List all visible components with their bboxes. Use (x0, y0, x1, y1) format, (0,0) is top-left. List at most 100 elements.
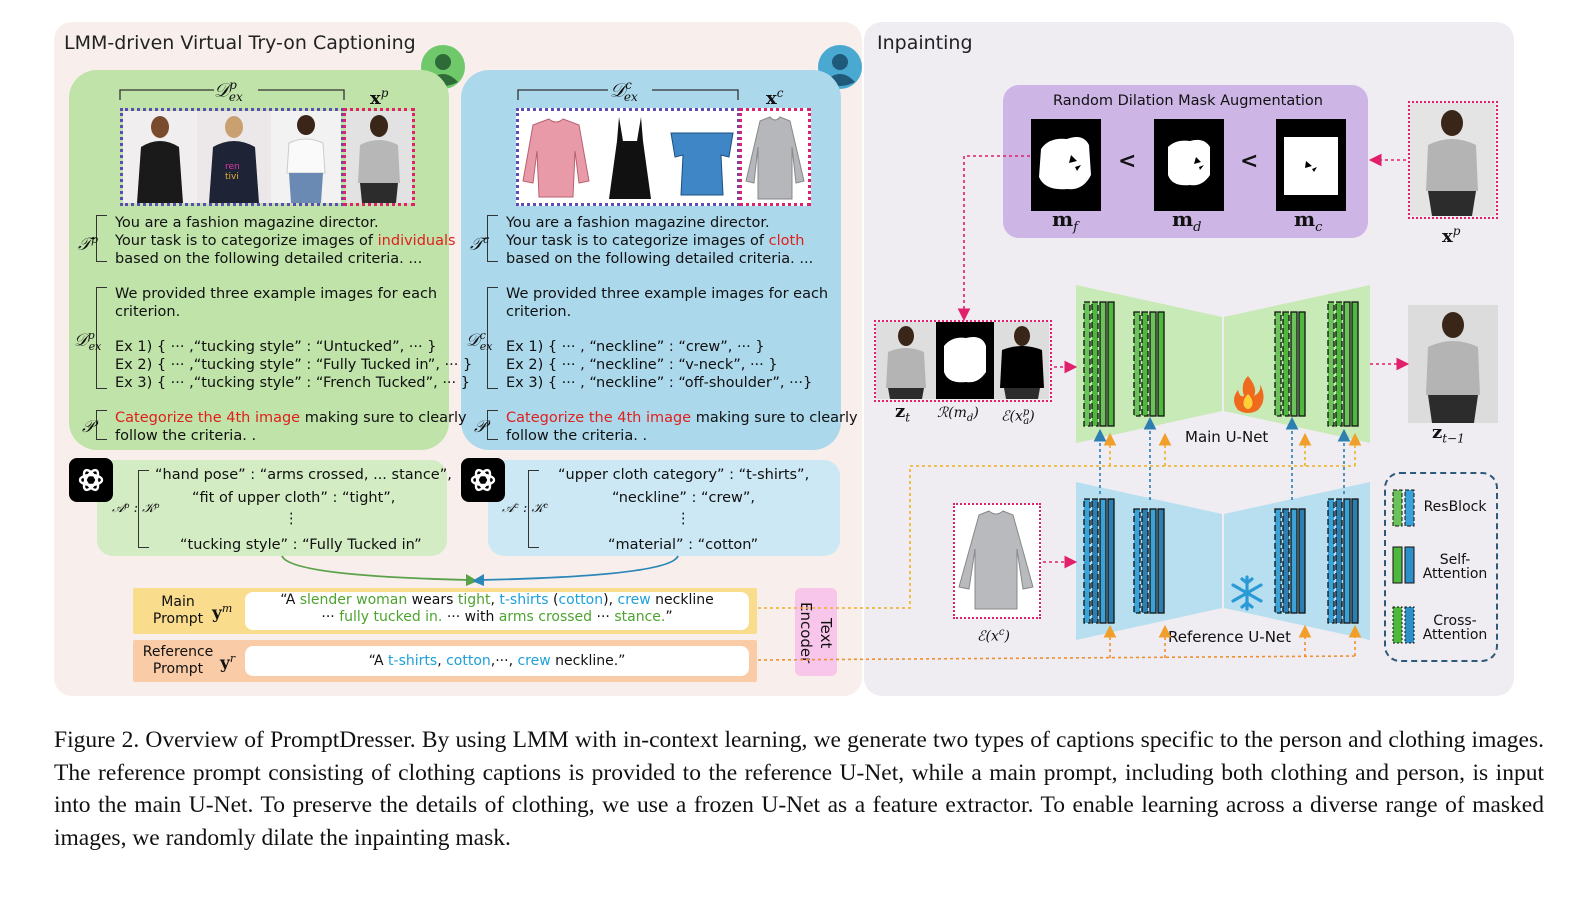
main-unet-block-group (1274, 311, 1306, 417)
cloth-answer-symbol: 𝒜ᶜ : 𝒦ᶜ (502, 501, 549, 516)
cloth-examples-bracket (487, 287, 498, 389)
cloth-answer-line-2: “neckline” : “crew”, (612, 490, 756, 506)
less-than-symbol: < (1118, 148, 1137, 174)
person-photo-3 (271, 111, 341, 203)
less-than-symbol: < (1240, 148, 1259, 174)
person-answer-line-2: “fit of upper cloth” : “tight”, (192, 490, 396, 506)
cloth-photo-1 (522, 118, 590, 198)
resblock-legend-label: ResBlock (1423, 499, 1487, 515)
mask-c-image (1276, 119, 1346, 211)
reference-prompt-segment: crew (517, 653, 551, 669)
main-prompt-line-1: “A slender woman wears tight, t-shirts (… (245, 592, 749, 609)
cloth-prompt-symbol: 𝒫 (474, 417, 487, 437)
person-example-1: Ex 1) { ··· ,“tucking style” : “Untucked… (115, 339, 437, 355)
main-prompt-segment: tight (457, 592, 491, 608)
main-prompt-segment: ( (548, 592, 559, 608)
resblock-legend-icon (1392, 489, 1415, 527)
cloth-examples-intro-1: We provided three example images for eac… (506, 286, 829, 302)
cloth-task-line-3: based on the following detailed criteria… (506, 251, 814, 267)
reference-unet-block-group (1274, 508, 1306, 614)
cloth-query-label: xc (766, 86, 784, 109)
svg-text:tivi: tivi (225, 172, 239, 182)
reference-unet-label: Reference U-Net (1168, 628, 1292, 646)
person-query-photo (346, 111, 412, 203)
cloth-example-3: Ex 3) { ··· , “neckline” : “off-shoulder… (506, 375, 813, 391)
resize-mask-label: ℛ(md) (937, 405, 979, 424)
person-answer-ellipsis: ⋮ (284, 511, 299, 527)
main-prompt-segment: , (490, 592, 500, 608)
mask-c-label: mc (1294, 207, 1323, 235)
mask-f-image (1031, 119, 1101, 211)
cross-attention-legend-icon (1392, 606, 1415, 644)
cloth-answer-ellipsis: ⋮ (676, 511, 691, 527)
person-examples-intro-1: We provided three example images for eac… (115, 286, 438, 302)
reference-prompt-segment: “A (368, 653, 389, 669)
self-attention-legend-icon (1392, 546, 1415, 584)
main-unet-block-group (1083, 301, 1115, 427)
resized-mask-image (936, 322, 994, 399)
captioning-title: LMM-driven Virtual Try-on Captioning (64, 32, 416, 54)
main-prompt-segment: crew (617, 592, 651, 608)
figure-caption: Figure 2. Overview of PromptDresser. By … (54, 727, 1544, 851)
main-prompt-line-2: ··· fully tucked in. ··· with arms cross… (245, 609, 749, 626)
main-unet-input-stack (874, 320, 1052, 402)
reference-unet-block-group (1083, 498, 1115, 624)
main-prompt-segment: t-shirts (499, 592, 549, 608)
cloth-answer-bracket (528, 470, 539, 548)
main-prompt-segment: fully tucked in. (339, 609, 443, 625)
person-input-image (1408, 101, 1498, 219)
cloth-examples-symbol: 𝒟cex (466, 329, 493, 354)
masked-person-image (994, 322, 1049, 399)
person-answer-line-1: “hand pose” : “arms crossed, ... stance”… (155, 467, 452, 483)
reference-unet-block-group (1133, 508, 1165, 614)
text-encoder-label: Text Encoder (797, 602, 835, 664)
reference-prompt-segment: cotton (446, 653, 491, 669)
svg-text:ren: ren (225, 162, 240, 172)
person-task-symbol: 𝒯p (78, 233, 99, 255)
cloth-prompt-line-2: follow the criteria. . (506, 428, 648, 444)
person-task-line-2: Your task is to categorize images of ind… (115, 233, 456, 249)
reference-prompt-segment: t-shirts (388, 653, 438, 669)
mask-augmentation-title: Random Dilation Mask Augmentation (1053, 93, 1323, 109)
zt-label: zt (895, 401, 911, 425)
main-prompt-segment: ··· with (442, 609, 499, 625)
person-example-2: Ex 2) { ··· ,“tucking style” : “Fully Tu… (115, 357, 473, 373)
reference-prompt-symbol: yr (220, 652, 236, 674)
cloth-answer-line-4: “material” : “cotton” (608, 537, 759, 553)
person-prompt-symbol: 𝒫 (82, 417, 95, 437)
cross-attention-legend-label: Cross- Attention (1422, 613, 1488, 643)
snowflake-icon (1231, 575, 1263, 611)
person-answer-line-4: “tucking style” : “Fully Tucked in” (180, 537, 422, 553)
cloth-example-images (516, 108, 740, 206)
person-examples-intro-2: criterion. (115, 304, 181, 320)
cloth-input-photo (958, 510, 1034, 610)
cloth-task-line-2: Your task is to categorize images of clo… (506, 233, 805, 249)
person-task-line-1: You are a fashion magazine director. (115, 215, 379, 231)
reference-prompt-segment: neckline.” (550, 653, 626, 669)
person-answer-bracket (138, 470, 149, 548)
person-query-image (343, 108, 415, 206)
main-prompt-segment: ··· (592, 609, 615, 625)
legend-box (1384, 472, 1498, 662)
person-prompt-line-2: follow the criteria. . (115, 428, 257, 444)
cloth-input-image (953, 503, 1041, 619)
cloth-prompt-bracket (487, 410, 498, 440)
mask-d-label: md (1172, 207, 1202, 235)
person-prompt-line-1: Categorize the 4th image making sure to … (115, 410, 467, 426)
cloth-task-symbol: 𝒯c (470, 233, 490, 255)
person-answer-symbol: 𝒜ᵖ : 𝒦ᵖ (112, 501, 160, 516)
main-prompt-segment: wears (407, 592, 458, 608)
inpainting-title: Inpainting (877, 32, 973, 54)
cloth-answer-line-1: “upper cloth category” : “t-shirts”, (558, 467, 810, 483)
main-prompt-segment: arms crossed (498, 609, 593, 625)
cloth-task-bracket (487, 215, 498, 262)
main-prompt-segment: “A (280, 592, 300, 608)
reference-prompt-segment: , (437, 653, 447, 669)
cloth-query-photo (745, 116, 805, 200)
person-set-bracket (119, 89, 345, 100)
reference-prompt-segment: ,···, (490, 653, 518, 669)
cloth-query-image (739, 108, 811, 206)
